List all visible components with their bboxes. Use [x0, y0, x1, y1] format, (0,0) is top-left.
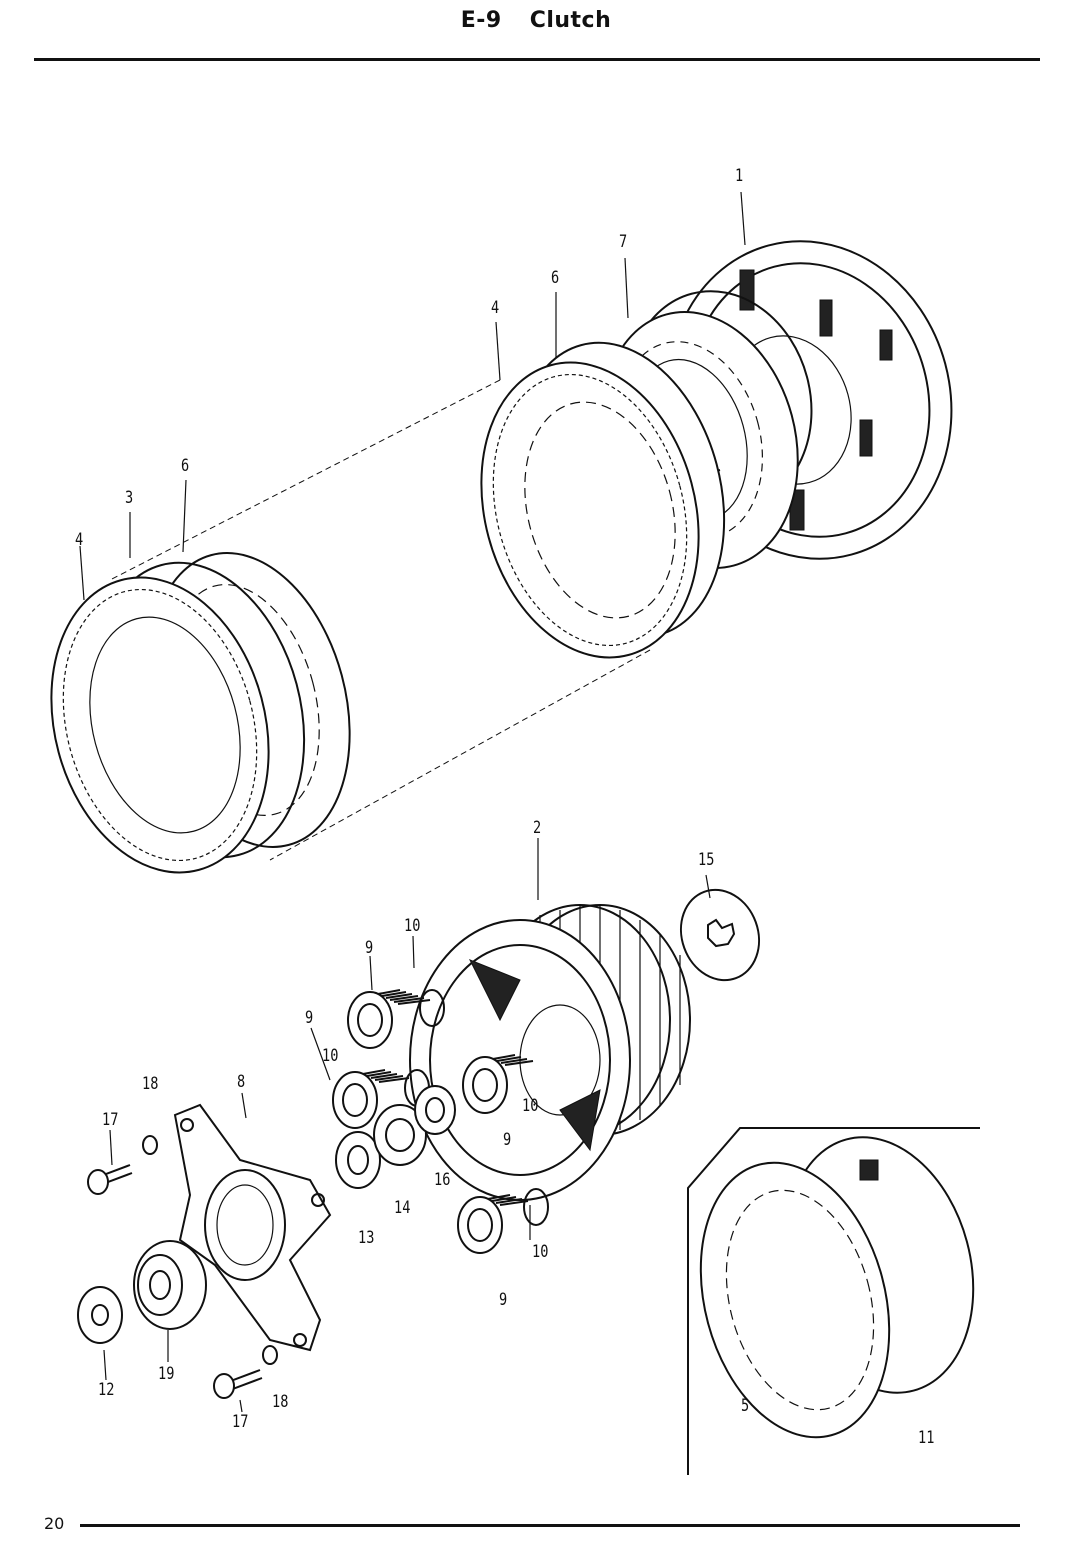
callout-19: 19: [158, 1364, 175, 1384]
callout-9: 9: [365, 938, 374, 958]
callout-10: 10: [522, 1096, 539, 1116]
callout-16: 16: [434, 1170, 451, 1190]
callout-17: 17: [102, 1110, 119, 1130]
callout-10: 10: [532, 1242, 549, 1262]
page-title: E-9 Clutch: [0, 8, 1072, 33]
callout-8: 8: [237, 1072, 246, 1092]
clutch-center-drawing: [409, 904, 691, 1201]
callout-4: 4: [491, 298, 500, 318]
page-number: 20: [44, 1514, 65, 1533]
callout-17: 17: [232, 1412, 249, 1432]
plates-upper-drawing: [480, 341, 726, 659]
bottom-rule: [80, 1524, 1020, 1527]
callout-13: 13: [358, 1228, 375, 1248]
callout-11: 11: [918, 1428, 935, 1448]
callout-1: 1: [735, 166, 744, 186]
top-rule: [34, 58, 1040, 61]
callout-9: 9: [305, 1008, 314, 1028]
callout-5: 5: [741, 1396, 750, 1416]
callout-4: 4: [75, 530, 84, 550]
callout-3: 3: [125, 488, 134, 508]
callout-14: 14: [394, 1198, 411, 1218]
callout-6: 6: [181, 456, 190, 476]
callout-9: 9: [503, 1130, 512, 1150]
callout-18: 18: [142, 1074, 159, 1094]
section-title: Clutch: [529, 8, 612, 33]
callout-2: 2: [533, 818, 542, 838]
inset-plate-drawing: [699, 1136, 975, 1439]
callout-10: 10: [322, 1046, 339, 1066]
callout-6: 6: [551, 268, 560, 288]
callout-15: 15: [698, 850, 715, 870]
section-code: E-9: [460, 8, 502, 33]
springs-drawing: [332, 989, 549, 1254]
callout-18: 18: [272, 1392, 289, 1412]
lifter-plate-drawing: [173, 1103, 332, 1352]
callout-12: 12: [98, 1380, 115, 1400]
callout-10: 10: [404, 916, 421, 936]
callout-7: 7: [619, 232, 628, 252]
plates-lower-drawing: [50, 552, 351, 874]
callout-9: 9: [499, 1290, 508, 1310]
